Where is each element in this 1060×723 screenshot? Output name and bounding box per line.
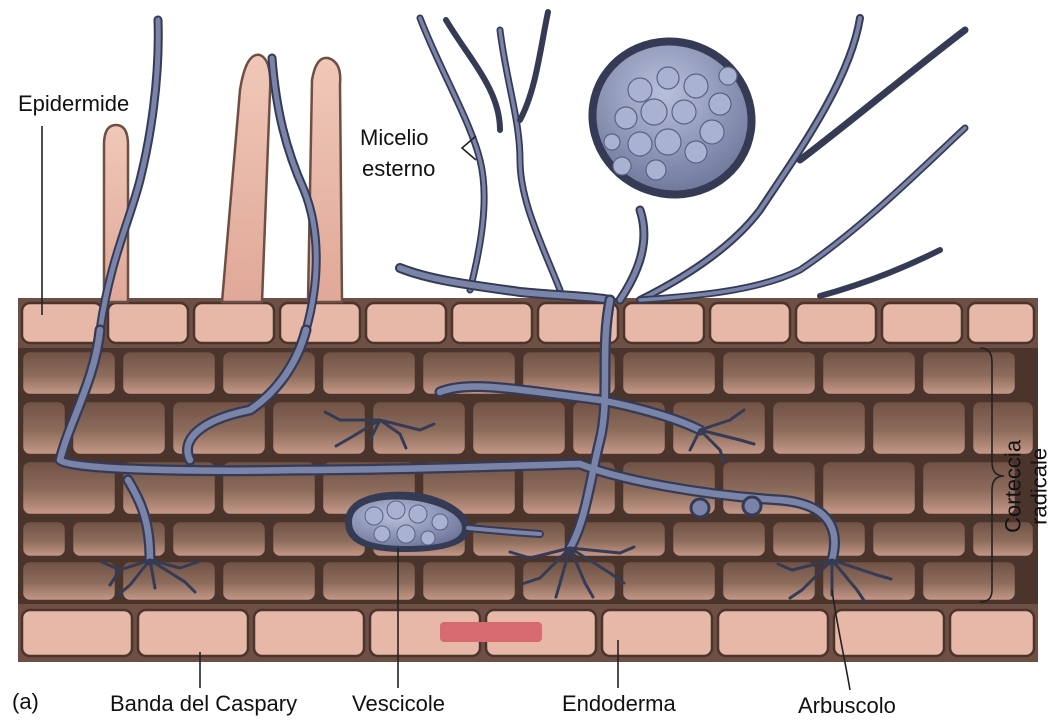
cortex-cell (222, 561, 316, 601)
label-cortex-1: Corteccia (1001, 411, 1027, 561)
cortex-cell (22, 521, 66, 557)
label-vesicles: Vescicole (352, 692, 445, 716)
label-mycelium-2: esterno (362, 157, 435, 181)
cortex-cell (672, 521, 766, 557)
cortex-cell (122, 351, 216, 395)
endodermis-cell (834, 610, 944, 656)
cortex-cell (122, 561, 216, 601)
cortex-cell (772, 521, 866, 557)
cortex-cell (922, 561, 1016, 601)
label-endodermis: Endoderma (562, 692, 676, 716)
endodermis-cell (254, 610, 364, 656)
epidermis-cell (280, 303, 360, 343)
cortex-cell (722, 351, 816, 395)
cortex-cell (922, 351, 1016, 395)
root-hair (222, 55, 270, 302)
cortex-cell (822, 351, 916, 395)
epidermis-cell (796, 303, 876, 343)
epidermis-cell (194, 303, 274, 343)
cortex-cell (272, 401, 366, 455)
label-casparian: Banda del Caspary (110, 692, 297, 716)
epidermis-cell (22, 303, 102, 343)
epidermis-cell (108, 303, 188, 343)
cortex-cell (472, 401, 566, 455)
cortex-cell (322, 561, 416, 601)
epidermis-cell (710, 303, 790, 343)
label-arbuscule: Arbuscolo (798, 694, 896, 718)
epidermis-cell (968, 303, 1034, 343)
endodermis-cell (138, 610, 248, 656)
cortex-cell (622, 561, 716, 601)
cortex-cell (172, 521, 266, 557)
epidermis-cell (624, 303, 704, 343)
cortex-cell (372, 401, 466, 455)
cortex-cell (872, 401, 966, 455)
endodermis-cell (950, 610, 1034, 656)
cortex-cell (322, 351, 416, 395)
epidermis-cell (452, 303, 532, 343)
epidermis-cells (22, 303, 1034, 343)
cortex-cell (822, 461, 916, 515)
endodermis-cell (718, 610, 828, 656)
cortex-cell (772, 401, 866, 455)
external-spore (566, 14, 779, 222)
cortex-cell (622, 351, 716, 395)
endodermis-cell (22, 610, 132, 656)
cortex-cell (72, 401, 166, 455)
cortex-cell (872, 521, 966, 557)
cortex-cell (422, 561, 516, 601)
cortex-cell (22, 351, 116, 395)
casparian-band-mark (440, 622, 542, 642)
epidermis-cell (882, 303, 962, 343)
epidermis-cell (366, 303, 446, 343)
label-mycelium-1: Micelio (360, 126, 428, 150)
cortex-cell (22, 561, 116, 601)
label-cortex: Corteccia radicale (1001, 411, 1054, 561)
label-epidermis: Epidermide (18, 92, 129, 116)
label-cortex-2: radicale (1027, 411, 1053, 561)
label-panel: (a) (12, 690, 39, 714)
